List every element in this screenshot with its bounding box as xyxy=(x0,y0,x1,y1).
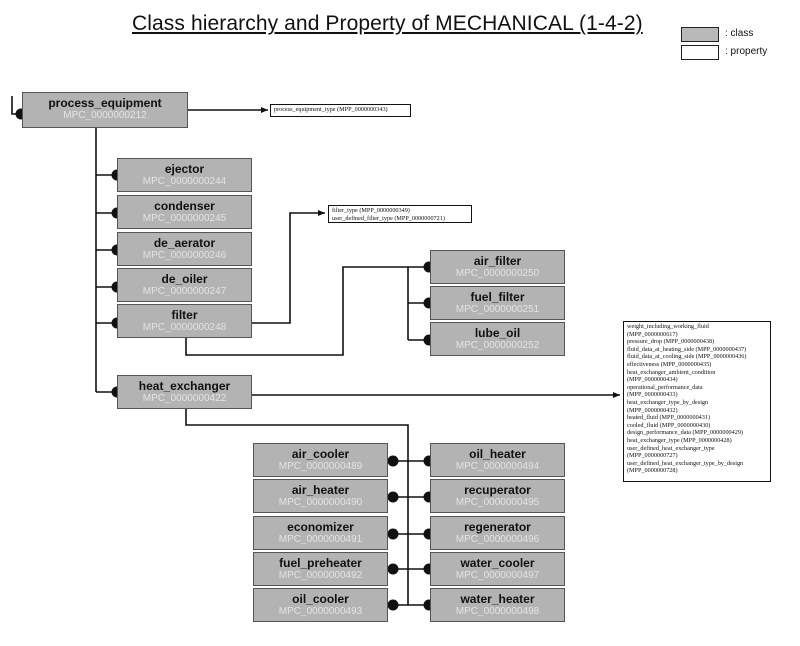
property-box-heat-exchanger: weight_including_working_fluid (MPP_0000… xyxy=(623,321,771,482)
class-name: process_equipment xyxy=(48,96,162,110)
class-id: MPC_0000000495 xyxy=(455,497,540,508)
class-name: air_cooler xyxy=(291,447,350,461)
property-entry: user_defined_filter_type (MPP_0000000721… xyxy=(332,214,445,222)
property-entry: fluid_data_at_heating_side (MPP_00000004… xyxy=(627,345,747,353)
class-id: MPC_0000000496 xyxy=(455,534,540,545)
class-name: fuel_preheater xyxy=(279,556,362,570)
class-name: heat_exchanger xyxy=(138,379,231,393)
class-id: MPC_0000000492 xyxy=(278,570,363,581)
class-name: filter xyxy=(171,308,198,322)
class-name: water_cooler xyxy=(460,556,535,570)
class-node-de-aerator: de_aerator MPC_0000000246 xyxy=(117,232,252,266)
property-entry: (MPP_0000000432) xyxy=(627,406,678,414)
property-entry: heat_exchanger_type_by_design xyxy=(627,398,709,406)
property-entry: pressure_drop (MPP_0000000438) xyxy=(627,338,715,346)
class-id: MPC_0000000247 xyxy=(142,286,227,297)
class-node-regenerator: regenerator MPC_0000000496 xyxy=(430,516,565,550)
class-id: MPC_0000000497 xyxy=(455,570,540,581)
class-id: MPC_0000000248 xyxy=(142,322,227,333)
class-node-air-cooler: air_cooler MPC_0000000489 xyxy=(253,443,388,477)
class-name: air_filter xyxy=(473,254,522,268)
class-id: MPC_0000000491 xyxy=(278,534,363,545)
class-id: MPC_0000000494 xyxy=(455,461,540,472)
diagram-title: Class hierarchy and Property of MECHANIC… xyxy=(132,12,643,35)
class-name: oil_cooler xyxy=(292,592,349,606)
class-name: de_oiler xyxy=(161,272,208,286)
property-entry: user_defined_heat_exchanger_type_by_desi… xyxy=(627,459,744,467)
class-name: ejector xyxy=(164,162,205,176)
class-id: MPC_0000000252 xyxy=(455,340,540,351)
property-entry: heat_exchanger_type (MPP_0000000428) xyxy=(627,436,732,444)
class-node-condenser: condenser MPC_0000000245 xyxy=(117,195,252,229)
property-entry: process_equipment_type (MPP_0000000343) xyxy=(274,106,388,113)
class-id: MPC_0000000246 xyxy=(142,250,227,261)
class-name: air_heater xyxy=(291,483,350,497)
class-node-heat-exchanger: heat_exchanger MPC_0000000422 xyxy=(117,375,252,409)
class-name: recuperator xyxy=(464,483,531,497)
legend-class-label: : class xyxy=(725,28,754,39)
legend-property-swatch xyxy=(681,45,719,60)
class-node-de-oiler: de_oiler MPC_0000000247 xyxy=(117,268,252,302)
class-node-oil-cooler: oil_cooler MPC_0000000493 xyxy=(253,588,388,622)
property-entry: filter_type (MPP_0000000349) xyxy=(332,207,410,214)
class-node-air-heater: air_heater MPC_0000000490 xyxy=(253,479,388,513)
legend-property-label: : property xyxy=(725,46,768,57)
property-entry: design_performance_data (MPP_0000000429) xyxy=(627,429,743,437)
class-name: lube_oil xyxy=(474,326,521,340)
legend-class-swatch xyxy=(681,27,719,42)
property-entry: operational_performance_data xyxy=(627,383,703,391)
class-name: fuel_filter xyxy=(470,290,525,304)
property-entry: user_defined_heat_exchanger_type xyxy=(627,444,715,452)
class-node-ejector: ejector MPC_0000000244 xyxy=(117,158,252,192)
class-node-fuel-preheater: fuel_preheater MPC_0000000492 xyxy=(253,552,388,586)
property-entry: weight_including_working_fluid xyxy=(627,323,709,330)
class-node-fuel-filter: fuel_filter MPC_0000000251 xyxy=(430,286,565,320)
class-node-lube-oil: lube_oil MPC_0000000252 xyxy=(430,322,565,356)
property-entry: (MPP_0000000433) xyxy=(627,391,678,399)
class-id: MPC_0000000489 xyxy=(278,461,363,472)
class-id: MPC_0000000490 xyxy=(278,497,363,508)
class-node-water-heater: water_heater MPC_0000000498 xyxy=(430,588,565,622)
class-node-water-cooler: water_cooler MPC_0000000497 xyxy=(430,552,565,586)
class-node-economizer: economizer MPC_0000000491 xyxy=(253,516,388,550)
class-id: MPC_0000000422 xyxy=(142,393,227,404)
class-node-air-filter: air_filter MPC_0000000250 xyxy=(430,250,565,284)
class-id: MPC_0000000245 xyxy=(142,213,227,224)
class-name: economizer xyxy=(287,520,354,534)
property-entry: (MPP_0000000434) xyxy=(627,376,678,384)
class-id: MPC_0000000493 xyxy=(278,606,363,617)
class-id: MPC_0000000212 xyxy=(63,110,147,121)
property-entry: (MPP_0000000728) xyxy=(627,467,678,475)
class-name: water_heater xyxy=(460,592,535,606)
property-entry: cooled_fluid (MPP_0000000430) xyxy=(627,421,711,429)
class-name: de_aerator xyxy=(153,236,216,250)
property-entry: effectiveness (MPP_0000000435) xyxy=(627,360,712,368)
class-id: MPC_0000000244 xyxy=(142,176,227,187)
class-node-filter: filter MPC_0000000248 xyxy=(117,304,252,338)
class-node-process-equipment: process_equipment MPC_0000000212 xyxy=(22,92,188,128)
class-name: condenser xyxy=(154,199,215,213)
class-id: MPC_0000000498 xyxy=(455,606,540,617)
class-node-recuperator: recuperator MPC_0000000495 xyxy=(430,479,565,513)
class-name: regenerator xyxy=(464,520,531,534)
class-node-oil-heater: oil_heater MPC_0000000494 xyxy=(430,443,565,477)
property-entry: (MPP_0000000727) xyxy=(627,452,678,460)
property-entry: (MPP_0000000617) xyxy=(627,330,678,338)
property-box-filter: filter_type (MPP_0000000349) user_define… xyxy=(328,205,472,223)
class-id: MPC_0000000251 xyxy=(455,304,540,315)
property-entry: fluid_data_at_cooling_side (MPP_00000004… xyxy=(627,353,747,361)
class-id: MPC_0000000250 xyxy=(455,268,540,279)
class-name: oil_heater xyxy=(469,447,526,461)
property-entry: heated_fluid (MPP_0000000431) xyxy=(627,414,711,422)
property-entry: heat_exchanger_ambient_condition xyxy=(627,368,716,376)
property-box-process-equipment: process_equipment_type (MPP_0000000343) xyxy=(270,104,411,117)
